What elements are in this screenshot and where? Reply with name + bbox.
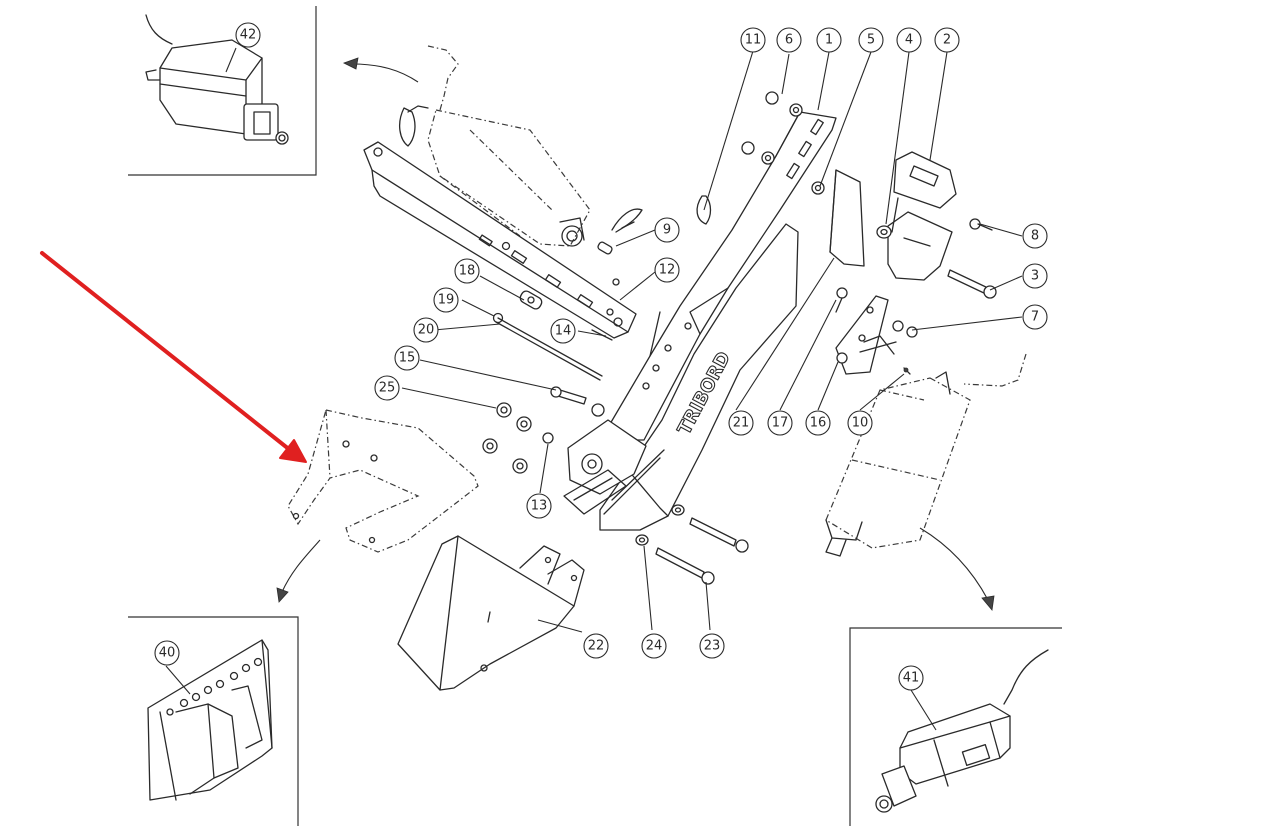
svg-text:18: 18 — [459, 264, 476, 279]
callout-20: 20 — [413, 317, 439, 343]
svg-text:40: 40 — [159, 646, 176, 661]
side-rail-12 — [363, 141, 637, 339]
svg-text:19: 19 — [438, 293, 455, 308]
svg-text:16: 16 — [810, 416, 827, 431]
svg-text:22: 22 — [588, 639, 605, 654]
callout-40: 40 — [154, 640, 180, 666]
callout-41: 41 — [898, 665, 924, 691]
r-clip-11 — [696, 195, 712, 225]
svg-text:8: 8 — [1031, 229, 1039, 244]
pin-10 — [903, 367, 911, 375]
bolts-23 — [655, 517, 749, 585]
callout-25: 25 — [374, 375, 400, 401]
callout-2: 2 — [934, 27, 960, 53]
callout-1: 1 — [816, 27, 842, 53]
svg-text:24: 24 — [646, 639, 663, 654]
callout-bubbles: 1 2 3 4 5 6 7 8 9 10 11 12 13 14 15 16 1… — [154, 22, 1048, 691]
callout-13: 13 — [526, 493, 552, 519]
ball-13 — [542, 432, 554, 444]
svg-text:15: 15 — [399, 351, 416, 366]
callout-14: 14 — [550, 318, 576, 344]
washer-4 — [876, 225, 892, 239]
callout-7: 7 — [1022, 304, 1048, 330]
svg-text:3: 3 — [1031, 269, 1039, 284]
callout-19: 19 — [433, 287, 459, 313]
callout-12: 12 — [654, 257, 680, 283]
red-pointer-arrow — [40, 251, 307, 463]
part-18 — [519, 290, 543, 310]
plate-5 — [829, 169, 865, 267]
callout-23: 23 — [699, 633, 725, 659]
handle-grip-2 — [887, 151, 957, 281]
callout-8: 8 — [1022, 223, 1048, 249]
callout-11: 11 — [740, 27, 766, 53]
actuator-assembly-right — [825, 353, 1027, 557]
svg-text:21: 21 — [733, 416, 750, 431]
r-clip-9 — [398, 105, 643, 286]
callout-4: 4 — [896, 27, 922, 53]
svg-text:11: 11 — [745, 33, 762, 48]
svg-text:20: 20 — [418, 323, 435, 338]
inset-link-arrows — [276, 57, 995, 611]
svg-text:1: 1 — [825, 33, 833, 48]
svg-text:7: 7 — [1031, 310, 1039, 325]
callout-3: 3 — [1022, 263, 1048, 289]
callout-24: 24 — [641, 633, 667, 659]
svg-text:42: 42 — [240, 28, 257, 43]
ghost-mount-plate — [287, 409, 479, 553]
inset-41-frame — [849, 627, 1062, 826]
tiller-mount-bracket — [563, 419, 647, 515]
svg-text:9: 9 — [663, 223, 671, 238]
svg-text:41: 41 — [903, 671, 920, 686]
mounting-bracket-22 — [397, 535, 585, 691]
inset-42-frame — [128, 6, 317, 176]
leader-lines — [165, 47, 1023, 731]
svg-text:5: 5 — [867, 33, 875, 48]
callout-22: 22 — [583, 633, 609, 659]
bolt-3 — [947, 269, 997, 299]
nut-7 — [892, 320, 918, 338]
inset-40-frame — [128, 616, 299, 826]
bolt-15 — [550, 386, 605, 417]
svg-text:23: 23 — [704, 639, 721, 654]
callout-5: 5 — [858, 27, 884, 53]
svg-text:12: 12 — [659, 263, 676, 278]
nuts-25 — [482, 402, 532, 474]
nuts-6 — [741, 91, 825, 195]
callout-6: 6 — [776, 27, 802, 53]
svg-text:25: 25 — [379, 381, 396, 396]
callout-21: 21 — [728, 410, 754, 436]
callout-42: 42 — [235, 22, 261, 48]
callout-18: 18 — [454, 258, 480, 284]
tiller-blade-with-brand: TRIBORD — [599, 223, 799, 531]
rod-20 — [495, 317, 603, 381]
callout-16: 16 — [805, 410, 831, 436]
callout-15: 15 — [394, 345, 420, 371]
svg-text:10: 10 — [852, 416, 869, 431]
bolt-17 — [835, 287, 848, 313]
svg-text:13: 13 — [531, 499, 548, 514]
svg-text:4: 4 — [905, 33, 913, 48]
callout-9: 9 — [654, 217, 680, 243]
callout-17: 17 — [767, 410, 793, 436]
svg-text:17: 17 — [772, 416, 789, 431]
washers-24 — [635, 504, 685, 546]
actuator-assembly-upper — [427, 45, 591, 247]
bracket-16 — [835, 295, 897, 375]
svg-text:2: 2 — [943, 33, 951, 48]
callout-10: 10 — [847, 410, 873, 436]
svg-text:6: 6 — [785, 33, 793, 48]
svg-text:14: 14 — [555, 324, 572, 339]
